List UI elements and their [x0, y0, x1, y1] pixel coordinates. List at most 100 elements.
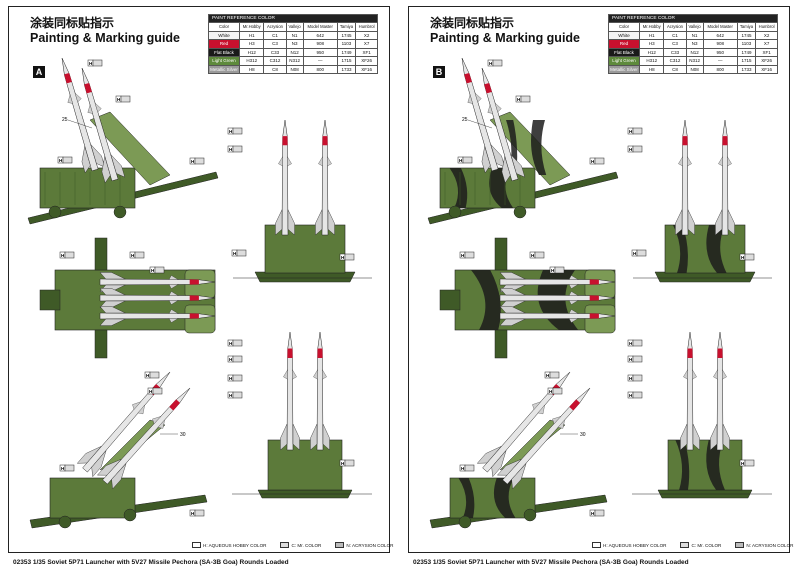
missile-canard [678, 156, 683, 167]
missile-red-band [322, 136, 328, 146]
missile-body [481, 67, 519, 182]
missile-body [482, 371, 571, 473]
missile-canard [283, 369, 288, 380]
missile-fin [491, 450, 507, 478]
callout-letter: H [629, 357, 632, 362]
callout-letter: H [229, 341, 232, 346]
callout-letter: H [629, 147, 632, 152]
missile-body [321, 119, 329, 236]
missile-body [502, 387, 591, 485]
callout-letter: H [633, 251, 636, 256]
missile-body [61, 57, 99, 172]
top-view-boom [94, 237, 108, 271]
missile-canard [327, 156, 332, 167]
callout-letter: H [191, 159, 194, 164]
legend-aqueous: H: AQUEOUS HOBBY COLOR [192, 542, 266, 548]
legend-acrysion: N: ACRYSION COLOR [735, 542, 794, 548]
top-view-boom [494, 329, 508, 359]
missile-fin [490, 144, 506, 168]
missile-fin [90, 144, 106, 168]
part-number: 25 [462, 117, 468, 123]
missile-red-band [189, 313, 199, 319]
wheel [458, 515, 472, 529]
callout-color-box [520, 95, 531, 103]
missile-canard [537, 404, 545, 415]
missile-fin [99, 306, 126, 314]
color-legend: H: AQUEOUS HOBBY COLOR C: Mr. COLOR N: A… [192, 542, 394, 548]
missile-red-band [717, 348, 723, 358]
scheme-badge: B [433, 66, 445, 78]
missile-body [716, 331, 724, 451]
front-body [264, 224, 346, 274]
callout-color-box [464, 251, 475, 259]
missile-body [686, 331, 694, 451]
missile-body [681, 119, 689, 236]
missile-canard [727, 156, 732, 167]
missile-body [499, 312, 616, 320]
callout-letter: H [531, 253, 534, 258]
missile-canard [557, 419, 565, 429]
title-chinese: 涂装同标贴指示 [30, 16, 115, 30]
callout-letter: H [489, 61, 492, 66]
missile-fin [327, 209, 335, 236]
part-number: 30 [580, 432, 586, 438]
missile-canard [683, 369, 688, 380]
missile-canard [713, 369, 718, 380]
wheel [448, 205, 462, 219]
missile-red-band [464, 73, 472, 84]
missile-canard [168, 318, 179, 323]
missile-body [286, 331, 294, 451]
missile-body [499, 278, 616, 286]
scheme-badge: A [33, 66, 45, 78]
callout-color-box [636, 249, 647, 257]
callout-color-box [594, 157, 605, 165]
missile-body [99, 312, 216, 320]
missile-canard [137, 404, 145, 415]
missile-fin [496, 459, 522, 476]
missile-fin [510, 154, 526, 178]
missile-fin [680, 423, 688, 451]
missile-fin [499, 288, 526, 296]
missile-body [316, 331, 324, 451]
missile-fin [687, 209, 695, 236]
missile-red-band [282, 136, 288, 146]
missile-canard [722, 369, 727, 380]
elev-cabin [49, 477, 136, 519]
missile-canard [168, 309, 179, 314]
callout-color-box [149, 371, 160, 379]
paint-table-heading: PAINT REFERENCE COLOR [208, 14, 378, 23]
missile-fin [99, 272, 126, 280]
title-chinese: 涂装同标贴指示 [430, 16, 515, 30]
missile-canard [568, 300, 579, 305]
callout-color-box [632, 391, 643, 399]
callout-letter: H [229, 357, 232, 362]
callout-letter: H [341, 461, 344, 466]
launch-arm [89, 111, 171, 186]
wheel [513, 205, 527, 219]
callout-color-box [744, 459, 755, 467]
missile-fin [499, 318, 526, 326]
camo-stripe [673, 225, 688, 273]
missile-canard [287, 156, 292, 167]
missile-fin [692, 423, 700, 451]
missile-fin [476, 446, 502, 464]
camo-stripe [706, 225, 727, 273]
missile-fin [310, 423, 318, 451]
callout-color-box [64, 464, 75, 472]
callout-letter: H [461, 466, 464, 471]
footer-caption: 02353 1/35 Soviet 5P71 Launcher with 5V2… [13, 559, 289, 566]
callout-color-box [232, 355, 243, 363]
callout-letter: H [629, 393, 632, 398]
missile-fin [91, 450, 107, 478]
missile-fin [101, 156, 111, 184]
callout-color-box [120, 95, 131, 103]
callout-color-box [232, 374, 243, 382]
missile-canard [168, 300, 179, 305]
callout-letter: H [146, 373, 149, 378]
